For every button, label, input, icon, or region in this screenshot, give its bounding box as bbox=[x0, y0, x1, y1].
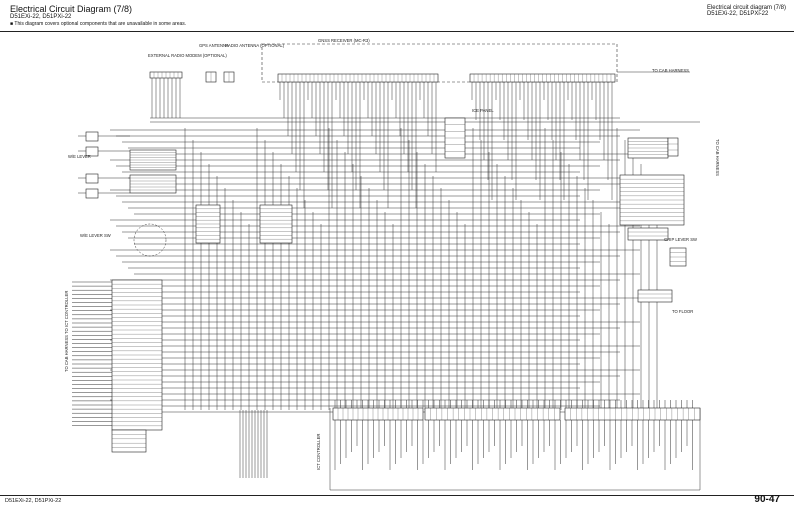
page-models: D51EXi-22, D51PXi-22 bbox=[10, 14, 72, 20]
left-small-connector bbox=[111, 429, 147, 453]
footer-rule bbox=[0, 495, 794, 496]
right-connector-d bbox=[637, 289, 673, 303]
right-connector-c bbox=[627, 227, 669, 241]
page-number: 90-47 bbox=[754, 494, 780, 505]
label-external-radio: EXTERNAL RADIO MODEM (OPTIONAL) bbox=[148, 53, 227, 58]
label-wr-lever: W/E LEVER bbox=[68, 154, 91, 159]
page-title: Electrical Circuit Diagram (7/8) bbox=[10, 4, 133, 14]
right-connector-a-plug bbox=[667, 137, 679, 157]
label-gps-antenna: GPS ANTENNA bbox=[199, 43, 229, 48]
we-lever-switch bbox=[85, 173, 99, 184]
label-grip-lever: GRIP LEVER SW bbox=[664, 237, 697, 242]
page-note: ■ This diagram covers optional component… bbox=[10, 21, 187, 27]
wiring-group bbox=[72, 71, 701, 491]
running-title-text: Electrical circuit diagram (7/8) bbox=[706, 5, 786, 11]
label-harness-left: TO CAB HARNESS TO ICT CONTROLLER bbox=[64, 291, 69, 372]
label-to-cab-harness-top: TO CAB HARNESS bbox=[652, 68, 689, 73]
we-lever-switch bbox=[85, 188, 99, 199]
footer-models: D51EXi-22, D51PXi-22 bbox=[5, 498, 62, 504]
label-to-cab-harness-right: TO CAB HARNESS bbox=[715, 139, 720, 176]
label-ict-controller: ICT CONTROLLER bbox=[316, 434, 321, 470]
label-ice-panel: ICE PANEL bbox=[472, 108, 494, 113]
running-title: Electrical circuit diagram (7/8) D51EXi-… bbox=[707, 5, 786, 17]
gnss-receiver-frame bbox=[261, 43, 618, 83]
page-note-text: This diagram covers optional components … bbox=[14, 21, 187, 27]
header-rule bbox=[0, 31, 794, 32]
we-lever-switch bbox=[85, 131, 99, 142]
we-lever-switch bbox=[85, 146, 99, 157]
label-gnss-receiver: GNSS RECEIVER (MC-R3) bbox=[318, 38, 370, 43]
label-to-floor: TO FLOOR bbox=[672, 309, 693, 314]
label-wr-lever-sw: W/E LEVER SW bbox=[80, 233, 111, 238]
label-group: EXTERNAL RADIO MODEM (OPTIONAL) GPS ANTE… bbox=[64, 38, 720, 470]
connector-group bbox=[85, 43, 701, 453]
label-radio-antenna: RADIO ANTENNA (OPTIONAL) bbox=[225, 43, 285, 48]
we-lever-sw-body bbox=[133, 223, 167, 257]
running-models-text: D51EXi-22, D51PXi-22 bbox=[706, 11, 769, 17]
